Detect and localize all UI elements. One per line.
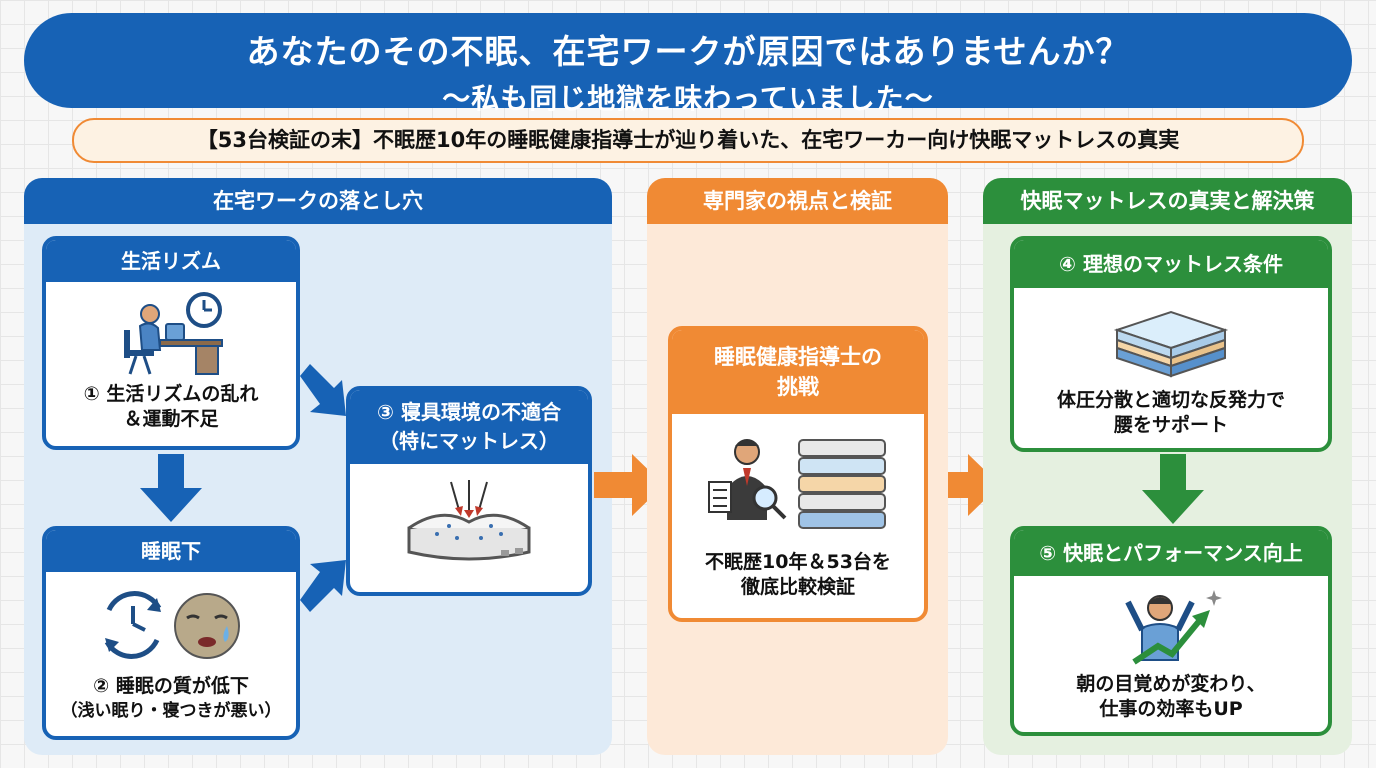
- card-sleep-decline-title: 睡眠下: [46, 530, 296, 572]
- card-ideal-mattress-title: ④ 理想のマットレス条件: [1014, 240, 1328, 288]
- card-bedding-mismatch-title-1: ③ 寝具環境の不適合: [377, 400, 561, 424]
- arrow-down-green-icon: [1142, 454, 1204, 524]
- section-expert-title: 専門家の視点と検証: [647, 178, 948, 224]
- card-expert-challenge-text-1: 不眠歴10年＆53台を: [705, 551, 891, 573]
- card-sleep-decline: 睡眠下 ② 睡眠の質が低下 （浅い眠り・寝つきが悪い）: [42, 526, 300, 740]
- card-expert-challenge-title: 睡眠健康指導士の 挑戦: [672, 330, 924, 414]
- sagging-mattress-icon: [407, 480, 531, 561]
- card-performance-title: ⑤ 快眠とパフォーマンス向上: [1014, 530, 1328, 576]
- card-performance: ⑤ 快眠とパフォーマンス向上 朝の目覚めが変わり、 仕事の効率もUP: [1010, 526, 1332, 736]
- arrow-right-icon-2: [930, 454, 1000, 516]
- card-life-rhythm-title: 生活リズム: [46, 240, 296, 282]
- card-ideal-mattress-text-2: 腰をサポート: [1113, 414, 1228, 436]
- card-expert-challenge-text-2: 徹底比較検証: [740, 576, 855, 598]
- card-ideal-mattress: ④ 理想のマットレス条件 体圧分散と適切な反発力で 腰をサポート: [1010, 236, 1332, 452]
- card-bedding-mismatch-title-2: （特にマットレス）: [379, 429, 559, 453]
- main-title: あなたのその不眠、在宅ワークが原因ではありませんか？: [246, 32, 1130, 71]
- expert-mattress-stack-icon: [708, 439, 886, 529]
- card-expert-challenge: 睡眠健康指導士の 挑戦 不眠歴10年＆53台を 徹底比較検証: [668, 326, 928, 622]
- card-ideal-mattress-text-1: 体圧分散と適切な反発力で: [1056, 389, 1285, 411]
- desk-worker-icon: [124, 292, 223, 375]
- card-life-rhythm-text-2: ＆運動不足: [123, 408, 219, 430]
- clock-tired-face-icon: [104, 591, 240, 659]
- summary-banner: 【53台検証の末】不眠歴10年の睡眠健康指導士が辿り着いた、在宅ワーカー向け快眠…: [72, 118, 1304, 163]
- arrow-diagonal-up-icon: [300, 560, 346, 612]
- card-bedding-mismatch-title: ③ 寝具環境の不適合 （特にマットレス）: [350, 390, 588, 464]
- card-life-rhythm-text-1: ① 生活リズムの乱れ: [83, 383, 259, 405]
- card-bedding-mismatch: ③ 寝具環境の不適合 （特にマットレス）: [346, 386, 592, 596]
- card-life-rhythm: 生活リズム ① 生活リズムの乱れ ＆運動不足: [42, 236, 300, 450]
- title-banner: あなたのその不眠、在宅ワークが原因ではありませんか？ 〜私も同じ地獄を味わってい…: [24, 13, 1352, 115]
- arrow-diagonal-down-icon: [300, 364, 346, 416]
- card-sleep-decline-text-1: ② 睡眠の質が低下: [93, 675, 249, 697]
- card-expert-challenge-title-1: 睡眠健康指導士の: [714, 345, 882, 369]
- card-sleep-decline-text-2: （浅い眠り・寝つきが悪い）: [60, 701, 282, 721]
- cheering-person-growth-icon: [1125, 590, 1222, 665]
- section-solution-title: 快眠マットレスの真実と解決策: [983, 178, 1352, 224]
- mattress-icon: [1113, 310, 1229, 378]
- main-subtitle: 〜私も同じ地獄を味わっていました〜: [442, 82, 934, 115]
- card-performance-text-1: 朝の目覚めが変わり、: [1076, 673, 1266, 695]
- card-performance-text-2: 仕事の効率もUP: [1099, 698, 1243, 720]
- card-expert-challenge-title-2: 挑戦: [777, 375, 819, 399]
- arrow-down-icon: [140, 454, 202, 522]
- section-pitfalls-title: 在宅ワークの落とし穴: [24, 178, 612, 224]
- arrow-right-icon: [594, 454, 664, 516]
